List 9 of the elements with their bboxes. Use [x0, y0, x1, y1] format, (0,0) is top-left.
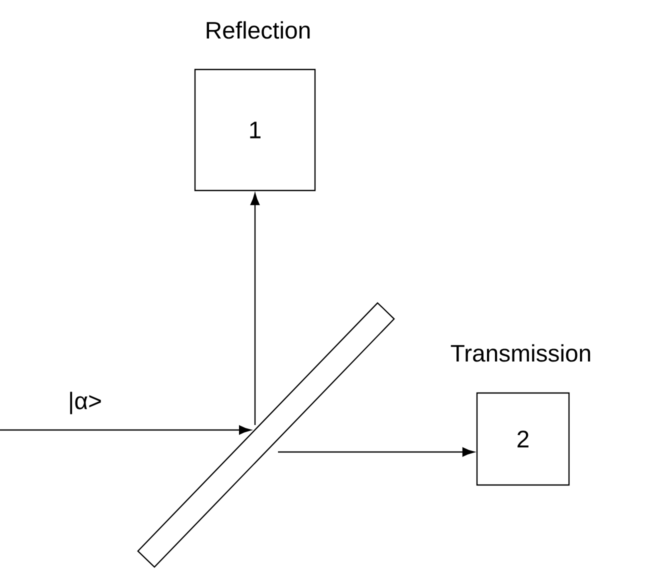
beam-label: Reflection: [206, 21, 310, 39]
arrow: [278, 447, 474, 457]
beam-label: Transmission: [450, 344, 590, 362]
numbered-box: 2: [476, 392, 570, 486]
arrow: [0, 425, 252, 435]
arrow: [250, 193, 260, 425]
edge-label: |α>: [67, 390, 103, 416]
beam-splitter: [137, 302, 395, 568]
numbered-box: 1: [194, 68, 316, 192]
